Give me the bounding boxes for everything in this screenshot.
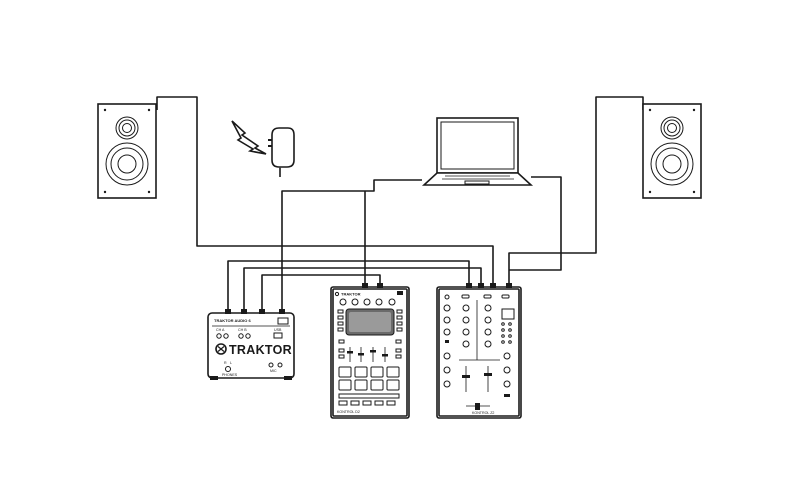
jack-label-ch-a: CH A [216, 328, 225, 332]
input-jacks: CH A CH B USB [216, 328, 283, 339]
speaker-icon [97, 103, 157, 199]
phones-label: PHONES [222, 373, 238, 377]
cable-left-speaker [156, 96, 494, 289]
kontrol-d2-controller: TRAKTOR [330, 283, 410, 419]
interface-brand-label: TRAKTOR [229, 343, 292, 357]
laptop-icon [421, 117, 534, 186]
mixer-model-label: KONTROL Z2 [472, 411, 494, 415]
mic-label: MIC [270, 369, 277, 373]
cable-right-speaker [508, 96, 644, 289]
jack-label-usb: USB [274, 328, 282, 332]
front-label-r: R [224, 361, 227, 365]
front-label-l: L [230, 361, 232, 365]
mixer-left-knobs [443, 294, 451, 388]
interface-model-label: TRAKTOR AUDIO 6 [214, 318, 251, 323]
mixer-channel-strips: KONTROL Z2 [459, 294, 500, 415]
lightning-bolt-icon [231, 120, 267, 155]
cables [156, 96, 644, 313]
controller-knobs [339, 298, 396, 306]
jack-label-ch-b: CH B [238, 328, 247, 332]
power-adapter-icon [268, 127, 295, 171]
controller-screen [337, 308, 403, 336]
controller-pads [338, 366, 400, 406]
mixer-right-panel [501, 294, 515, 397]
cable-channel-a [227, 260, 470, 313]
traktor-logo: TRAKTOR [215, 343, 292, 357]
controller-model-label: KONTROL D2 [337, 410, 360, 414]
controller-brand-label: TRAKTOR [341, 292, 361, 297]
speaker-icon [642, 103, 702, 199]
front-panel: R L PHONES MIC [222, 361, 283, 377]
controller-faders [338, 339, 402, 362]
cable-laptop-mixer [509, 176, 562, 271]
cable-laptop-usb [281, 179, 422, 313]
cable-channel-c [261, 274, 381, 313]
kontrol-z2-mixer: KONTROL Z2 [436, 283, 522, 419]
cable-channel-b [243, 267, 482, 313]
audio-interface: TRAKTOR AUDIO 6 CH A CH B USB TRAKTOR R … [207, 309, 295, 380]
